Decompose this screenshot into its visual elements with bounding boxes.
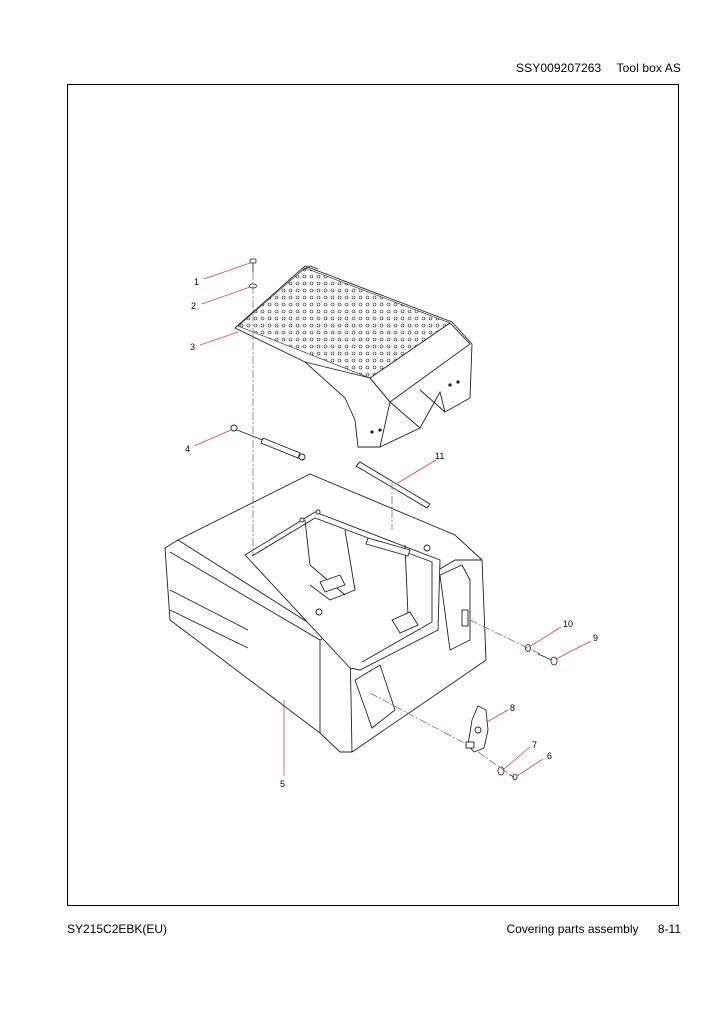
- latch: [465, 705, 489, 753]
- callout-1: 1: [194, 277, 199, 287]
- centerline-bolt-9: [469, 619, 541, 655]
- gas-spring: [230, 424, 306, 461]
- document-footer: Covering parts assembly 8-11: [506, 922, 681, 936]
- leader-4: [193, 429, 232, 447]
- page-number: 8-11: [657, 922, 681, 936]
- document-header: SSY009207263 Tool box AS: [516, 61, 681, 75]
- washer-10: [525, 644, 531, 652]
- callout-7: 7: [532, 740, 537, 750]
- leader-9: [555, 640, 592, 660]
- leader-10: [528, 626, 562, 648]
- leader-7: [503, 746, 531, 770]
- callout-4: 4: [185, 444, 190, 454]
- callout-3: 3: [190, 342, 195, 352]
- section-title: Covering parts assembly: [506, 922, 639, 936]
- lid-cover: [234, 265, 473, 448]
- model-name: SY215C2EBK(EU): [67, 922, 168, 936]
- leader-lines: [193, 262, 592, 777]
- callout-5: 5: [280, 779, 285, 789]
- leader-11: [395, 459, 437, 485]
- callout-9: 9: [593, 633, 598, 643]
- leader-3: [199, 331, 239, 346]
- leader-1: [203, 262, 251, 280]
- centerline-latch: [369, 692, 469, 746]
- part-code: SSY009207263: [516, 61, 602, 75]
- leader-6: [516, 758, 544, 777]
- leader-2: [201, 286, 251, 305]
- drawing-frame: [67, 84, 679, 906]
- callout-2: 2: [191, 301, 196, 311]
- rubber-strip: [355, 461, 431, 509]
- callout-8: 8: [510, 703, 515, 713]
- callout-labels: 1 2 3 4 5 6 7 8 9 10 11: [185, 277, 598, 789]
- bolt-9: [537, 653, 558, 666]
- tool-box-body: [164, 473, 487, 753]
- callout-11: 11: [435, 451, 444, 461]
- centerline-screw-6: [477, 751, 513, 777]
- screw-6: [509, 773, 518, 781]
- callout-6: 6: [547, 751, 552, 761]
- lid-bolt: [249, 258, 257, 272]
- callout-10: 10: [563, 619, 573, 629]
- leader-8: [486, 709, 509, 723]
- center-lines: [252, 272, 541, 777]
- part-name: Tool box AS: [616, 61, 681, 75]
